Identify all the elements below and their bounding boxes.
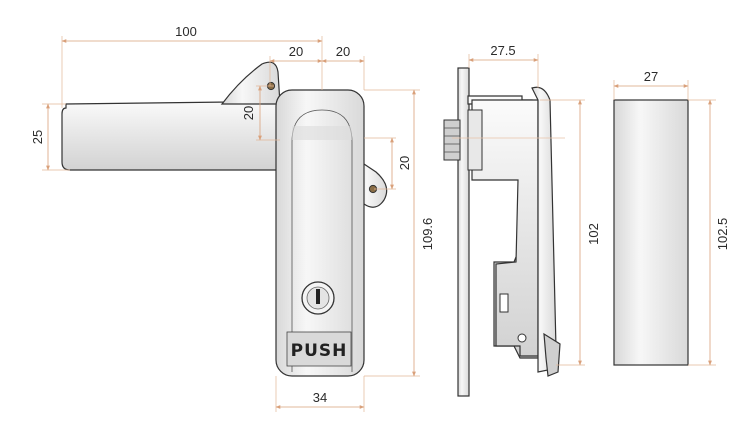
lock-body: [275, 89, 365, 377]
dimension-lines: [42, 36, 716, 412]
dim-hinge-offset-left: 20: [241, 106, 256, 120]
handle-arm: [61, 99, 283, 171]
mounting-plate: [457, 67, 470, 397]
recess-shadow: [292, 126, 352, 140]
dim-side-depth: 27.5: [490, 43, 515, 58]
dim-hinge-offset-right: 20: [397, 156, 412, 170]
dim-handle-length: 100: [175, 24, 197, 39]
push-label-plate: [286, 331, 352, 367]
push-label: PUSH: [291, 341, 348, 361]
dim-side-height: 102: [586, 223, 601, 245]
dim-block-width: 27: [644, 69, 658, 84]
shaft-nut: [443, 109, 483, 171]
end-view-block: [613, 99, 689, 366]
latch-hole: [517, 333, 527, 343]
dim-body-height: 109.6: [420, 218, 435, 251]
latch-slot: [499, 293, 509, 313]
dim-body-width: 34: [313, 390, 327, 405]
dim-handle-width: 25: [30, 130, 45, 144]
side-view: [443, 67, 565, 397]
front-view: PUSH: [61, 61, 388, 377]
dim-block-height: 102.5: [715, 218, 730, 251]
upper-mounting-ear: [220, 61, 281, 105]
dim-top-offset-a: 20: [289, 44, 303, 59]
latch-tongue: [543, 332, 561, 377]
dim-top-offset-b: 20: [336, 44, 350, 59]
key-cylinder: [301, 281, 335, 315]
